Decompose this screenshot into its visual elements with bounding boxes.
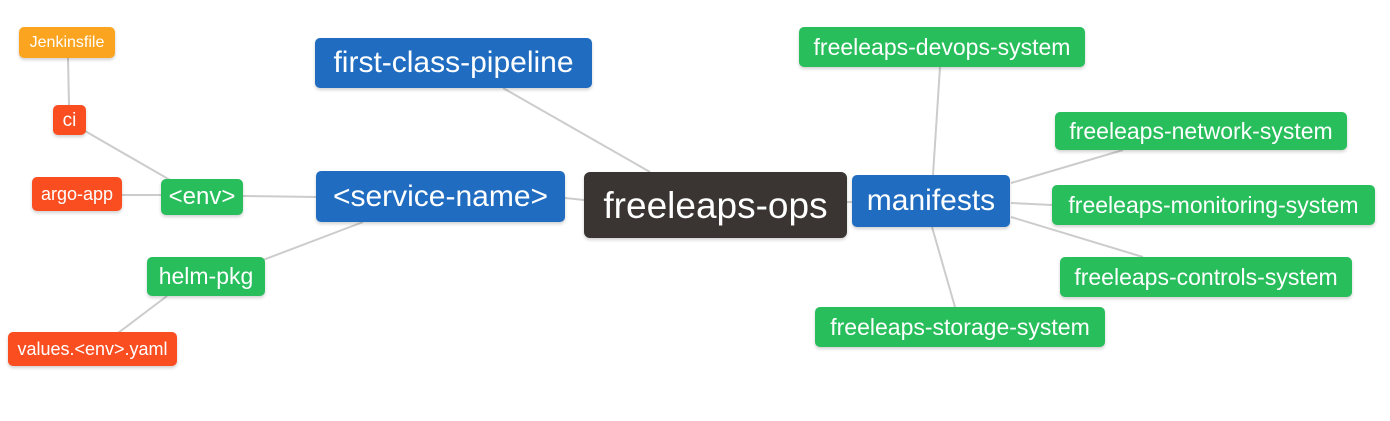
edge-service-name-freeleaps-ops [564,197,585,201]
node-freeleaps-devops-system[interactable]: freeleaps-devops-system [799,27,1085,67]
node-jenkinsfile[interactable]: Jenkinsfile [19,27,115,58]
node-freeleaps-monitoring-system[interactable]: freeleaps-monitoring-system [1052,185,1375,225]
node-freeleaps-ops[interactable]: freeleaps-ops [584,172,847,238]
node-freeleaps-controls-system[interactable]: freeleaps-controls-system [1060,257,1352,297]
node-helm-pkg[interactable]: helm-pkg [147,257,265,296]
edge-helm-pkg-values-env-yaml [117,295,168,334]
edge-service-name-helm-pkg [262,221,364,261]
edge-manifests-network-system [1010,149,1124,184]
edge-manifests-monitoring-system [1010,202,1053,206]
node-values-env-yaml[interactable]: values.<env>.yaml [8,332,177,366]
edge-jenkinsfile-ci [67,57,70,106]
node-freeleaps-network-system[interactable]: freeleaps-network-system [1055,112,1347,150]
edge-ci-env [84,130,171,181]
node-argo-app[interactable]: argo-app [32,177,122,211]
edge-manifests-storage-system [931,226,956,308]
node-freeleaps-storage-system[interactable]: freeleaps-storage-system [815,307,1105,347]
node-first-class-pipeline[interactable]: first-class-pipeline [315,38,592,88]
node-env[interactable]: <env> [161,179,243,215]
edge-manifests-controls-system [1010,216,1144,258]
node-manifests[interactable]: manifests [852,175,1010,227]
node-service-name[interactable]: <service-name> [316,171,565,222]
edge-pipeline-freeleaps-ops [502,87,651,173]
edge-manifests-devops-system [932,66,941,176]
edge-env-service-name [242,195,317,198]
node-ci[interactable]: ci [53,105,86,135]
